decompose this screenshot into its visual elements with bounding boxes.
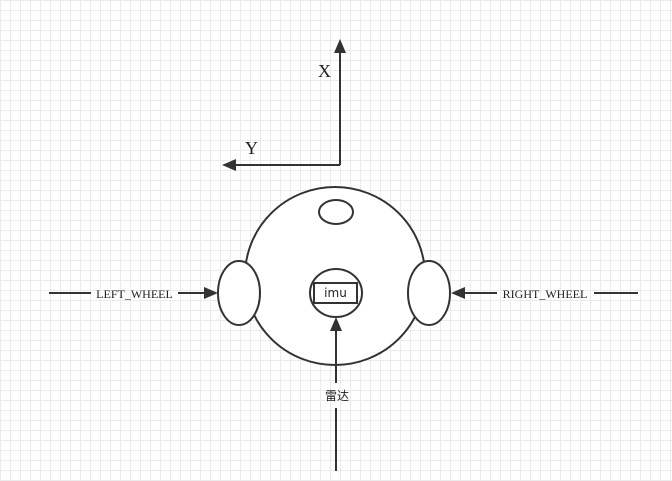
right-wheel [407,260,451,326]
imu-label: imu [324,286,347,300]
left-wheel-arrowhead [204,287,218,299]
lidar-label: 雷达 [325,389,349,403]
right-wheel-pointer: RIGHT_WHEEL [451,287,638,301]
right-wheel-arrowhead [451,287,465,299]
robot: imu [217,186,451,366]
left-wheel [217,260,261,326]
lidar-pointer: 雷达 [325,317,349,471]
imu-box [313,282,358,304]
lidar-arrowhead [330,317,342,331]
right-wheel-label: RIGHT_WHEEL [503,287,588,301]
left-wheel-label: LEFT_WHEEL [96,287,173,301]
x-axis-label: X [318,61,331,81]
y-axis-label: Y [245,138,258,158]
coordinate-frame: X Y [222,39,346,171]
x-axis-arrowhead [334,39,346,53]
left-wheel-pointer: LEFT_WHEEL [49,287,218,301]
y-axis-arrowhead [222,159,236,171]
front-caster [318,199,354,225]
